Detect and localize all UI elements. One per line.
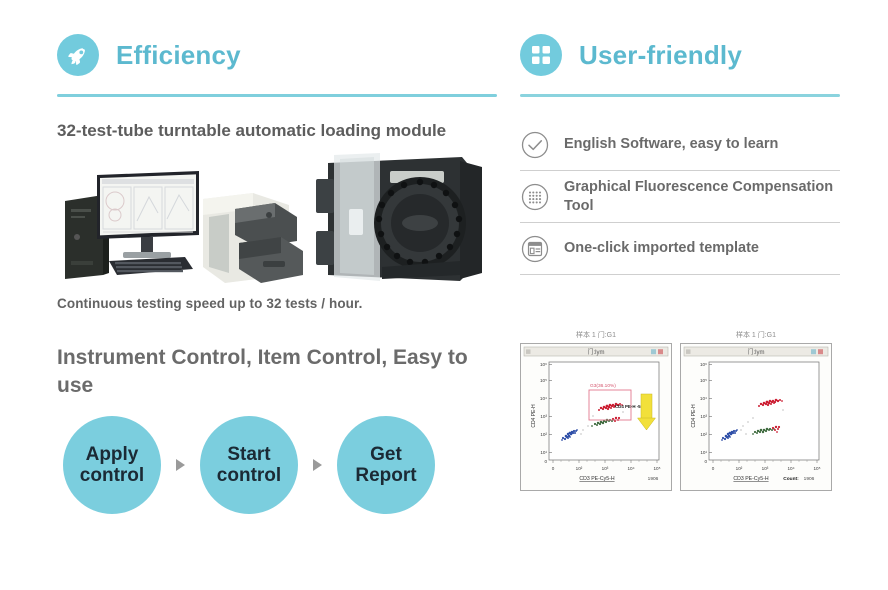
svg-text:0: 0 [552, 466, 555, 471]
scatter-plot-plain: 样本 1 门:G1 门:lym 10⁶ 10⁵ 10⁴ 10³ 10² [680, 330, 832, 491]
plot-caption: 样本 1 门:G1 [735, 332, 777, 339]
user-friendly-divider [520, 94, 840, 97]
svg-text:10⁵: 10⁵ [700, 378, 707, 383]
svg-text:CD4 PE-H -5.34: CD4 PE-H -5.34 [615, 404, 647, 409]
feature-label: English Software, easy to learn [564, 136, 779, 153]
svg-text:10⁶: 10⁶ [700, 362, 707, 367]
svg-text:10⁵: 10⁵ [540, 378, 547, 383]
arrow-right-icon-1 [176, 459, 185, 472]
svg-text:G3(36.10%): G3(36.10%) [590, 383, 616, 389]
template-circle-icon [520, 234, 550, 264]
feature-item-compensation-tool[interactable]: Graphical Fluorescence Compensation Tool [520, 171, 840, 223]
svg-text:CD3 PE-Cy5-H: CD3 PE-Cy5-H [579, 476, 614, 482]
svg-text:10²: 10² [736, 466, 743, 471]
efficiency-title: Efficiency [116, 39, 241, 70]
svg-text:10⁶: 10⁶ [540, 362, 547, 367]
svg-text:1906: 1906 [648, 476, 659, 482]
plot-window[interactable]: 门:lym 10⁶ 10⁵ 10⁴ 10³ 10² 10¹ 0 [520, 343, 672, 491]
svg-text:10²: 10² [576, 466, 583, 471]
loading-module-heading: 32-test-tube turntable automatic loading… [57, 121, 447, 140]
svg-text:Count:: Count: [783, 476, 799, 482]
step-report-line2: Report [355, 465, 417, 487]
svg-text:10⁵: 10⁵ [653, 466, 660, 471]
feature-list: English Software, easy to learn Graphi [520, 119, 840, 275]
user-friendly-title: User-friendly [579, 39, 742, 70]
feature-label: One-click imported template [564, 240, 759, 257]
svg-text:门:lym: 门:lym [588, 348, 605, 356]
svg-text:10³: 10³ [540, 414, 547, 419]
feature-label: Graphical Fluorescence Compensation Tool [564, 178, 834, 214]
equipment-photos [57, 148, 497, 294]
user-friendly-header: User-friendly [520, 28, 840, 82]
svg-text:CD4 PE-H: CD4 PE-H [691, 404, 697, 428]
turntable-photo [310, 148, 495, 287]
svg-text:10⁴: 10⁴ [700, 396, 707, 401]
svg-text:CD4 PE-H: CD4 PE-H [531, 404, 537, 428]
svg-text:10³: 10³ [700, 414, 707, 419]
step-apply-control[interactable]: Apply control [63, 416, 161, 515]
workflow-steps: Apply control Start control Get Report [63, 416, 497, 515]
svg-text:CD3 PE-Cy5-H: CD3 PE-Cy5-H [733, 476, 768, 482]
software-screenshots: 样本 1 门:G1 门:lym 10⁶ 10⁵ 10⁴ [520, 330, 832, 491]
svg-text:10⁴: 10⁴ [787, 466, 794, 471]
step-start-control[interactable]: Start control [200, 416, 298, 515]
efficiency-header: Efficiency [57, 28, 497, 82]
svg-text:10⁴: 10⁴ [540, 396, 547, 401]
svg-text:门:lym: 门:lym [748, 348, 765, 356]
step-start-line2: control [216, 465, 282, 487]
step-apply-line2: control [79, 465, 145, 487]
plot-caption: 样本 1 门:G1 [575, 332, 617, 339]
plot-window[interactable]: 门:lym 10⁶ 10⁵ 10⁴ 10³ 10² 10¹ 0 [680, 343, 832, 491]
svg-text:0: 0 [544, 459, 547, 464]
check-circle-icon [520, 130, 550, 160]
svg-text:10⁴: 10⁴ [627, 466, 634, 471]
efficiency-column: Efficiency 32-test-tube turntable automa… [57, 28, 497, 515]
arrow-right-icon-2 [313, 459, 322, 472]
svg-text:0: 0 [712, 466, 715, 471]
workstation-photo [57, 156, 307, 287]
svg-text:10¹: 10¹ [700, 450, 707, 455]
step-get-report[interactable]: Get Report [337, 416, 435, 515]
rocket-icon [57, 34, 99, 76]
svg-text:10³: 10³ [602, 466, 609, 471]
scatter-plot-gated: 样本 1 门:G1 门:lym 10⁶ 10⁵ 10⁴ [520, 330, 672, 491]
feature-item-imported-template[interactable]: One-click imported template [520, 223, 840, 275]
svg-text:10²: 10² [700, 432, 707, 437]
step-start-line1: Start [227, 444, 271, 466]
dots-grid-circle-icon [520, 182, 550, 212]
svg-text:10¹: 10¹ [540, 450, 547, 455]
svg-text:10⁵: 10⁵ [813, 466, 820, 471]
svg-text:10²: 10² [540, 432, 547, 437]
step-apply-line1: Apply [85, 444, 139, 466]
step-report-line1: Get [370, 444, 402, 466]
speed-caption: Continuous testing speed up to 32 tests … [57, 295, 363, 311]
efficiency-divider [57, 94, 497, 97]
svg-text:0: 0 [704, 459, 707, 464]
grid-icon [520, 34, 562, 76]
feature-item-english-software[interactable]: English Software, easy to learn [520, 119, 840, 171]
svg-text:10³: 10³ [762, 466, 769, 471]
svg-text:1906: 1906 [804, 476, 815, 482]
user-friendly-column: User-friendly English Software, easy to … [520, 28, 840, 275]
control-subheading: Instrument Control, Item Control, Easy t… [57, 345, 468, 398]
